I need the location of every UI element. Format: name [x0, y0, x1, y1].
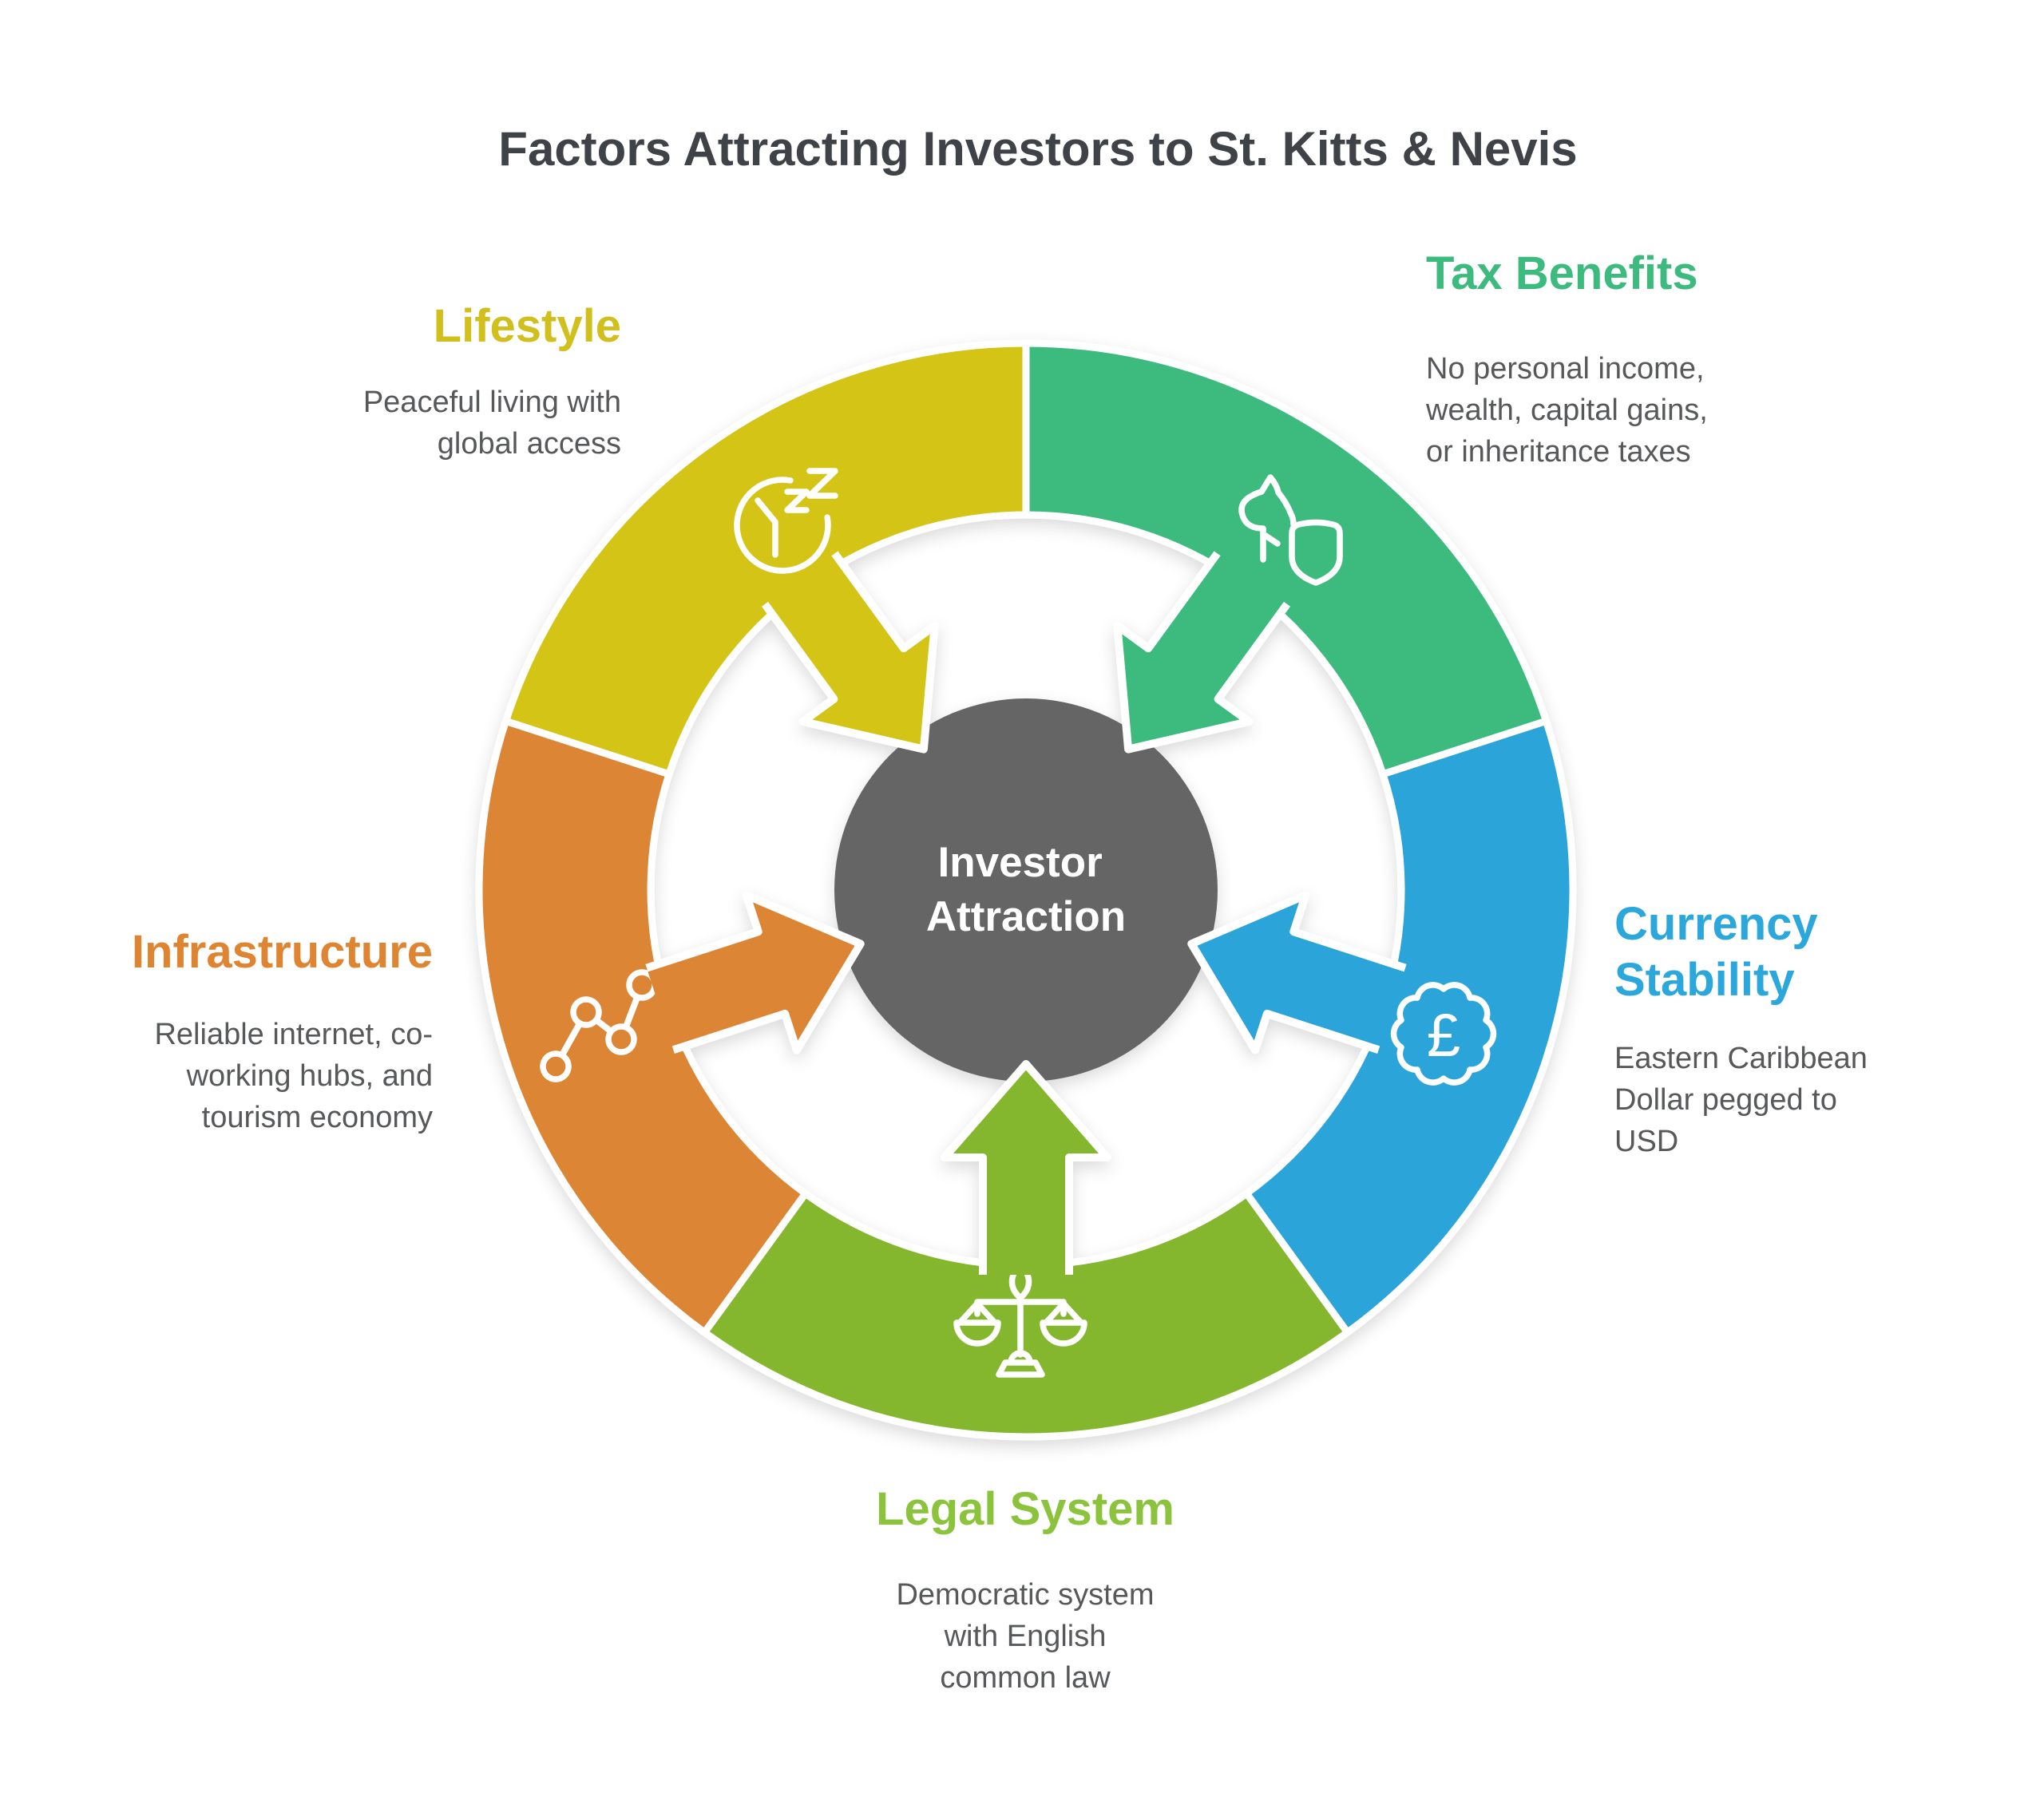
arrow-tax-benefits: [1113, 551, 1291, 754]
sleep-clock-icon: [734, 468, 838, 574]
center-label-line1: Investor: [938, 839, 1103, 886]
ring-segment-lifestyle: [501, 339, 1030, 779]
arrow-currency-stability: [1187, 891, 1407, 1054]
center-circle: [834, 698, 1218, 1082]
network-node: [540, 1050, 572, 1082]
page-title: Factors Attracting Investors to St. Kitt…: [498, 122, 1578, 176]
center-disc: [834, 698, 1218, 1082]
section-description-currency-stability: Eastern Caribbean Dollar pegged to USD: [1614, 1042, 1868, 1158]
pound-badge-icon: £: [1390, 982, 1497, 1086]
ring-segment-infrastructure: [475, 716, 810, 1338]
section-heading-lifestyle: Lifestyle: [433, 300, 621, 352]
section-description-lifestyle: Peaceful living with global access: [362, 386, 621, 461]
ring-segment-legal-system: [699, 1188, 1353, 1441]
network-node: [605, 1023, 637, 1055]
section-heading-legal-system: Legal System: [876, 1483, 1175, 1535]
section-heading-infrastructure: Infrastructure: [131, 926, 433, 978]
arrow-infrastructure: [645, 891, 865, 1054]
ring-segment-currency-stability: [1242, 716, 1577, 1338]
center-label-line2: Attraction: [926, 893, 1126, 940]
section-heading-currency-stability: Currency Stability: [1614, 898, 1818, 1006]
section-description-legal-system: Democratic system with English common la…: [896, 1578, 1155, 1695]
pound-sign-glyph: £: [1427, 1002, 1460, 1070]
section-description-tax-benefits: No personal income, wealth, capital gain…: [1426, 352, 1708, 469]
arrow-lifestyle: [761, 551, 939, 754]
arrow-legal-system: [941, 1060, 1111, 1275]
piggy-bank-shield-icon: [1238, 474, 1343, 586]
network-node: [570, 996, 602, 1028]
section-heading-tax-benefits: Tax Benefits: [1426, 247, 1698, 299]
network-nodes-icon: [540, 969, 658, 1082]
segment-icons: £: [540, 468, 1497, 1378]
ring-segments: [475, 339, 1577, 1441]
ring-segment-tax-benefits: [1022, 339, 1551, 779]
inward-arrows: [645, 551, 1407, 1275]
section-description-infrastructure: Reliable internet, co- working hubs, and…: [154, 1018, 433, 1134]
center-label: Investor Attraction: [926, 839, 1126, 940]
